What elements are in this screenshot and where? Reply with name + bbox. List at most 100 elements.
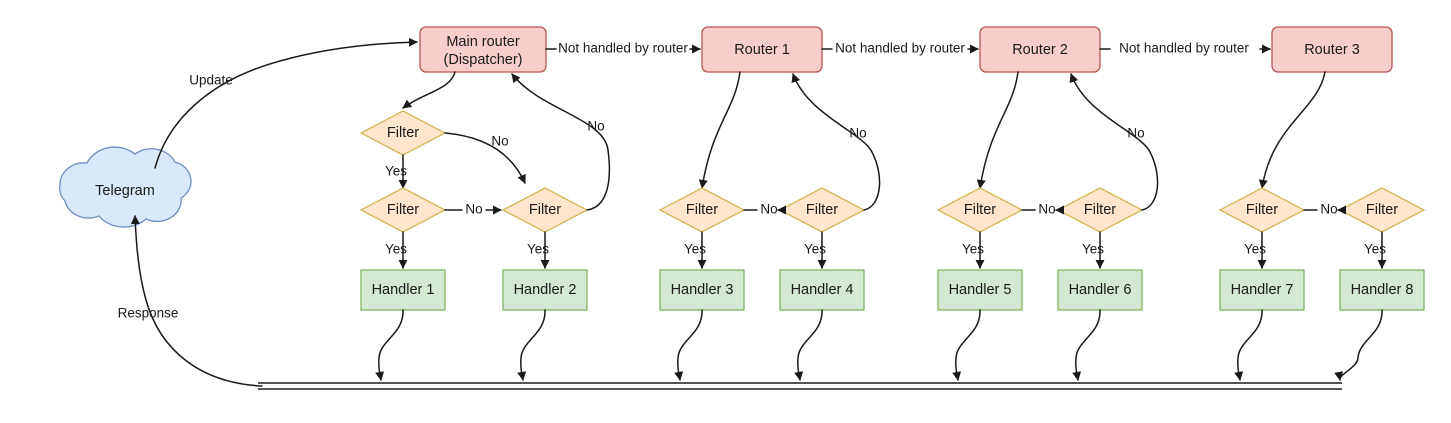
router-3-label: Router 3 xyxy=(1304,42,1360,58)
node-handler-3[interactable]: Handler 3 xyxy=(659,269,745,311)
node-router-2[interactable]: Router 2 xyxy=(979,26,1101,73)
edge-filter-8-yes: Yes xyxy=(1364,231,1387,269)
node-handler-5[interactable]: Handler 5 xyxy=(937,269,1023,311)
edge-label-not-handled-1: Not handled by router xyxy=(558,41,688,56)
telegram-label: Telegram xyxy=(95,183,155,199)
response-arrow-path xyxy=(130,215,263,387)
node-filter-5[interactable]: Filter xyxy=(936,187,1024,233)
edge-label-response: Response xyxy=(118,306,179,321)
cloud-shape xyxy=(59,146,192,228)
edge-handler-8-to-collector xyxy=(1334,309,1383,381)
edge-label-update: Update xyxy=(189,73,233,88)
node-router-1[interactable]: Router 1 xyxy=(701,26,823,73)
edge-filter-6-no-to-router: No xyxy=(1069,73,1159,211)
main-router-label-line1: Main router xyxy=(446,34,520,50)
edge-label-yes-8: Yes xyxy=(1364,242,1386,257)
node-handler-6[interactable]: Handler 6 xyxy=(1057,269,1143,311)
edge-router1-to-router2: Not handled by router xyxy=(821,41,979,56)
handler-5-box xyxy=(937,269,1023,311)
edge-label-yes-4: Yes xyxy=(804,242,826,257)
edge-filter-5-yes: Yes xyxy=(962,231,985,269)
edge-handler-5-to-collector xyxy=(952,309,981,381)
edge-label-yes-2: Yes xyxy=(527,242,549,257)
node-handler-4[interactable]: Handler 4 xyxy=(779,269,865,311)
response-collector-bar xyxy=(258,382,1342,390)
handler-4-box xyxy=(779,269,865,311)
edge-router-1-to-filter-3 xyxy=(698,71,741,189)
edge-label-yes-3: Yes xyxy=(684,242,706,257)
edge-filter-6-yes: Yes xyxy=(1082,231,1105,269)
edge-label-not-handled-2: Not handled by router xyxy=(835,41,965,56)
filter-5-label: Filter xyxy=(964,202,996,218)
edge-update: Update xyxy=(154,37,418,169)
edge-filter-2-yes: Yes xyxy=(527,231,550,269)
edge-filter-3-no: No xyxy=(743,202,787,217)
edge-router2-to-router3: Not handled by router xyxy=(1099,41,1271,56)
node-filter-1[interactable]: Filter xyxy=(359,187,447,233)
filter-8-label: Filter xyxy=(1366,202,1398,218)
edge-handler-1-to-collector xyxy=(375,309,404,381)
node-filter-7[interactable]: Filter xyxy=(1218,187,1306,233)
node-main-router[interactable]: Main router (Dispatcher) xyxy=(419,26,547,73)
edge-label-no-7: No xyxy=(1320,202,1337,217)
handler-2-label: Handler 2 xyxy=(514,282,577,298)
node-handler-7[interactable]: Handler 7 xyxy=(1219,269,1305,311)
edge-label-yes-a: Yes xyxy=(385,164,407,179)
filter-6-label: Filter xyxy=(1084,202,1116,218)
router-2-label: Router 2 xyxy=(1012,42,1068,58)
handler-3-label: Handler 3 xyxy=(671,282,734,298)
filter-2-label: Filter xyxy=(529,202,561,218)
router-1-label: Router 1 xyxy=(734,42,790,58)
edge-filter-4-yes: Yes xyxy=(804,231,827,269)
edge-filter-5-no: No xyxy=(1021,202,1065,217)
edge-label-no-1: No xyxy=(465,202,482,217)
edge-filter-7-no: No xyxy=(1303,202,1347,217)
handler-8-box xyxy=(1339,269,1425,311)
node-filter-3[interactable]: Filter xyxy=(658,187,746,233)
edge-filter-2-no-to-router: No xyxy=(511,73,611,211)
edge-filter-3-yes: Yes xyxy=(684,231,707,269)
edge-label-no-a: No xyxy=(491,134,508,149)
handler-4-label: Handler 4 xyxy=(791,282,854,298)
edge-handler-3-to-collector xyxy=(674,309,703,381)
node-handler-8[interactable]: Handler 8 xyxy=(1339,269,1425,311)
filter-1-label: Filter xyxy=(387,202,419,218)
edge-label-yes-7: Yes xyxy=(1244,242,1266,257)
handler-7-box xyxy=(1219,269,1305,311)
handler-1-box xyxy=(360,269,446,311)
edge-filter-1-yes: Yes xyxy=(385,231,408,269)
update-arrow-path xyxy=(154,37,418,169)
edge-label-no-6: No xyxy=(1127,126,1144,141)
node-filter-6[interactable]: Filter xyxy=(1056,187,1144,233)
node-router-3[interactable]: Router 3 xyxy=(1271,26,1393,73)
filter-a-label: Filter xyxy=(387,125,419,141)
handler-7-label: Handler 7 xyxy=(1231,282,1294,298)
filter-3-label: Filter xyxy=(686,202,718,218)
node-filter-4[interactable]: Filter xyxy=(778,187,866,233)
edge-handler-6-to-collector xyxy=(1072,309,1101,381)
edge-handler-2-to-collector xyxy=(517,309,546,381)
edge-handler-4-to-collector xyxy=(794,309,823,381)
handler-6-label: Handler 6 xyxy=(1069,282,1132,298)
node-filter-a[interactable]: Filter xyxy=(359,110,447,156)
handler-1-label: Handler 1 xyxy=(372,282,435,298)
edge-label-no-4: No xyxy=(849,126,866,141)
edge-label-yes-6: Yes xyxy=(1082,242,1104,257)
node-filter-8[interactable]: Filter xyxy=(1338,187,1426,233)
edge-main-router-to-filter-a xyxy=(402,71,456,109)
edge-main-to-router1: Not handled by router xyxy=(545,41,701,56)
handler-5-label: Handler 5 xyxy=(949,282,1012,298)
edge-label-no-3: No xyxy=(760,202,777,217)
edge-filter-7-yes: Yes xyxy=(1244,231,1267,269)
node-handler-2[interactable]: Handler 2 xyxy=(502,269,588,311)
edge-handler-7-to-collector xyxy=(1234,309,1263,381)
edge-label-not-handled-3: Not handled by router xyxy=(1119,41,1249,56)
node-filter-2[interactable]: Filter xyxy=(501,187,589,233)
handler-3-box xyxy=(659,269,745,311)
node-telegram-cloud[interactable]: Telegram xyxy=(59,146,192,228)
edge-filter-1-no: No xyxy=(444,202,502,217)
filter-7-label: Filter xyxy=(1246,202,1278,218)
node-handler-1[interactable]: Handler 1 xyxy=(360,269,446,311)
